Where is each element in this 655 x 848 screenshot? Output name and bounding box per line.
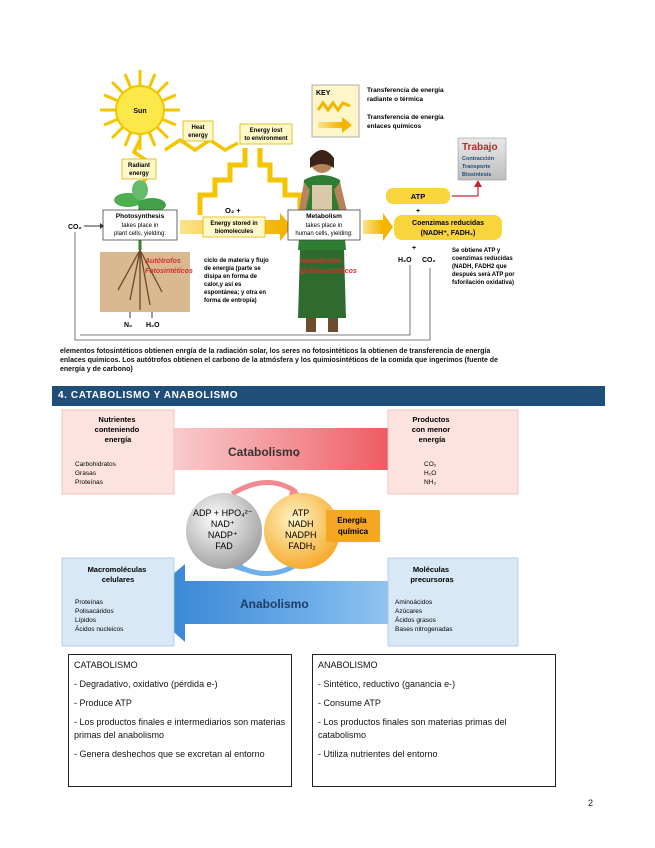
cycle-loop-line [74, 232, 431, 341]
catabolismo-arrow [150, 414, 458, 484]
trabajo-item-1: Transporte [462, 164, 490, 170]
catabolismo-mark: ₁ [296, 449, 299, 458]
trabajo-item-0: Contracción [462, 156, 495, 162]
coenzimas-box [394, 215, 502, 240]
anabolismo-table: ANABOLISMO - Sintético, reductivo (ganan… [312, 654, 556, 787]
energia-quimica-label: Energía química [337, 516, 369, 536]
human-figure-illustration [296, 150, 350, 332]
heat-label-2: energy [188, 133, 208, 139]
anabolismo-item-1: - Consume ATP [318, 698, 381, 708]
macromoleculas-title: Macromoléculas celulares [88, 565, 149, 584]
co2-right-label: CO₂ [422, 257, 436, 264]
autotrofos-2: Fotosintéticos [145, 268, 193, 275]
ciclo-text: ciclo de materia y flujo de energía (par… [204, 258, 270, 304]
adp-circle-text: ADP + HPO₄²⁻ NAD⁺ NADP⁺ FAD [193, 508, 255, 551]
atp-circle-text: ATP NADH NADPH FADH₂ [285, 508, 319, 551]
key-legend: KEY Transferencia de energía radiante o … [311, 84, 444, 138]
anabolismo-table-header: ANABOLISMO [318, 660, 378, 670]
heat-stair-left [197, 148, 248, 215]
nutrientes-items: Carbohidratos Grasas Proteínas [75, 461, 118, 486]
productos-box [387, 409, 519, 495]
nutrientes-title: Nutrientes conteniendo energía [95, 415, 142, 444]
metabolism-diagram: Catabolismo ₁ Nutrientes conteniendo ene… [61, 409, 519, 647]
adp-circle [186, 493, 262, 569]
plant-illustration [100, 180, 190, 312]
moleculas-title: Moléculas precursoras [410, 565, 453, 584]
catabolismo-item-2: - Los productos finales e intermediarios… [74, 717, 286, 740]
heterotrofos-2: Quimiosintéticos [300, 268, 357, 275]
caption-text: elementos fotosintéticos obtienen enrgía… [60, 348, 498, 373]
energy-flow-diagram: KEY Transferencia de energía radiante o … [68, 70, 516, 341]
cycle-arrow-top [230, 480, 298, 497]
h2o-right-label: H₂O [398, 257, 412, 264]
catabolismo-item-1: - Produce ATP [74, 698, 132, 708]
photosynthesis-title: Photosynthesis [116, 213, 165, 220]
anabolismo-item-2: - Los productos finales son materias pri… [318, 717, 507, 740]
autotrofos-1: Autótrofos [144, 258, 181, 265]
page-number: 2 [588, 798, 594, 808]
se-obtiene-text: Se obtiene ATP y coenzimas reducidas (NA… [452, 248, 516, 286]
catabolismo-label: Catabolismo [228, 445, 300, 459]
nutrientes-box [61, 409, 175, 495]
photosynthesis-sub-2: plant cells, yielding: [114, 231, 166, 237]
energy-stored-2: biomolecules [215, 229, 254, 235]
anabolismo-item-3: - Utiliza nutrientes del entorno [318, 749, 438, 759]
zigzag-arrow-icon [316, 100, 351, 113]
catabolismo-item-3: - Genera deshechos que se excretan al en… [74, 749, 265, 759]
key-item1-line2: radiante o térmica [367, 96, 423, 103]
trabajo-item-2: Biosíntesis [462, 172, 491, 178]
coenzimas-line1: Coenzimas reducidas [412, 220, 484, 227]
atp-label: ATP [411, 192, 425, 201]
energy-stored-1: Energy stored in [210, 221, 258, 227]
catabolismo-table: CATABOLISMO - Degradativo, oxidativo (pé… [68, 654, 292, 787]
heat-stair-right [257, 148, 303, 215]
metabolism-title: Metabolism [306, 213, 342, 220]
atp-circle [264, 493, 340, 569]
catabolismo-table-header: CATABOLISMO [74, 660, 138, 670]
radiant-label-1: Radiant [128, 163, 150, 169]
anabolismo-label: Anabolismo [240, 597, 309, 611]
trabajo-title: Trabajo [462, 142, 498, 153]
section-header: 4. CATABOLISMO Y ANABOLISMO [52, 386, 605, 406]
macromoleculas-items: Proteínas Polisacáridos Lípidos Ácidos n… [75, 599, 124, 633]
productos-title: Productos con menor energía [412, 415, 452, 444]
energia-quimica-box [326, 510, 380, 542]
plus-2: + [412, 245, 416, 252]
energy-lost-label-2: to environment [244, 136, 287, 142]
productos-items: CO₂ H₂O NH₃ [424, 461, 438, 486]
moleculas-box [387, 557, 519, 647]
atp-box [386, 188, 450, 204]
moleculas-items: Aminoácidos Azúcares Ácidos grasos Bases… [395, 599, 453, 633]
key-title: KEY [316, 90, 331, 97]
section-title: 4. CATABOLISMO Y ANABOLISMO [58, 390, 239, 401]
metabolism-sub-1: takes place in [306, 223, 343, 229]
n2-label: N₂ [124, 322, 132, 329]
sun-label: Sun [133, 108, 146, 115]
key-item1-line1: Transferencia de energía [367, 87, 444, 94]
heat-label-1: Heat [191, 125, 204, 131]
catabolismo-item-0: - Degradativo, oxidativo (pérdida e-) [74, 679, 218, 689]
plus-1: + [416, 208, 420, 215]
chemical-arrow-icon [318, 122, 342, 128]
photosynthesis-sub-1: takes place in [122, 223, 159, 229]
energy-lost-label-1: Energy lost [250, 128, 283, 134]
key-item2-line1: Transferencia de energía [367, 114, 444, 121]
h2o-bottom-label: H₂O [146, 322, 160, 329]
radiant-label-2: energy [129, 171, 149, 177]
coenzimas-line2: (NADH⁺, FADH₂) [421, 230, 476, 237]
sun-icon: Sun [100, 70, 180, 150]
co2-left-label: CO₂ [68, 224, 82, 231]
heat-zigzag-arrow [164, 137, 239, 153]
anabolismo-item-0: - Sintético, reductivo (ganancia e-) [318, 679, 456, 689]
key-item2-line2: enlaces químicos [367, 123, 422, 130]
macromoleculas-box [61, 557, 175, 647]
heterotrofos-1: Heterótrofos [300, 258, 342, 265]
o2-label: O₂ + [225, 206, 241, 215]
metabolism-sub-2: human cells, yielding: [295, 231, 353, 237]
